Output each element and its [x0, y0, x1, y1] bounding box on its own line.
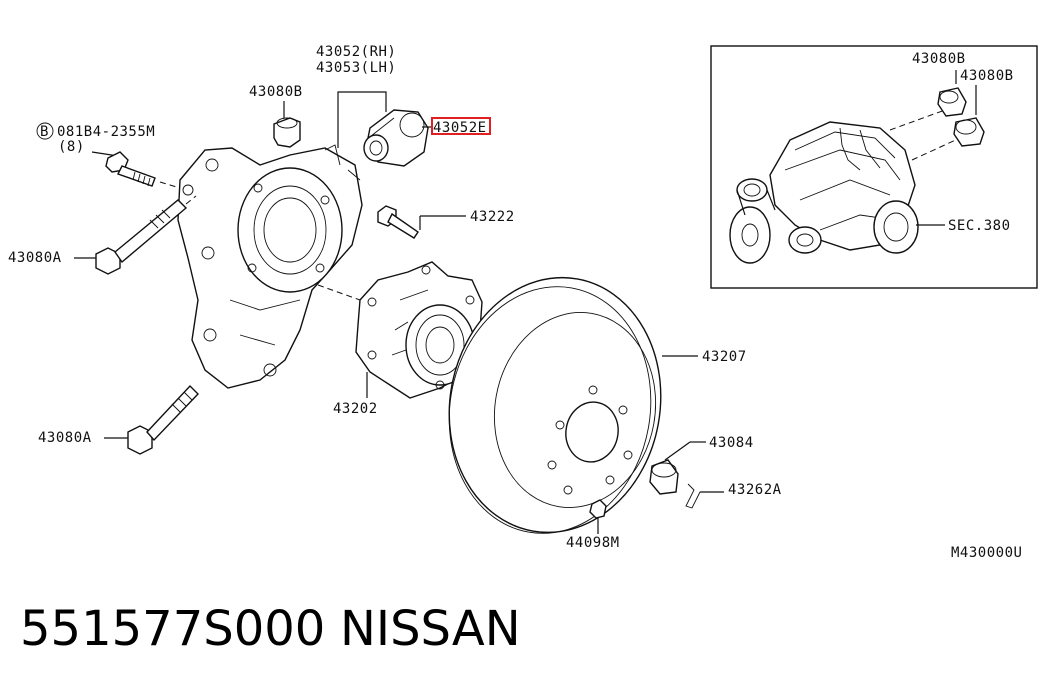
top-bushing [273, 117, 301, 148]
grease-cap [649, 459, 679, 495]
part-number-caption: 551577S000 [20, 601, 325, 657]
knuckle [177, 144, 363, 389]
bolt-circle-letter: B [40, 124, 49, 140]
highlight-box [431, 117, 491, 135]
short-bolt [105, 151, 156, 187]
brake-rotor [448, 276, 662, 534]
knuckle-bushing [363, 109, 429, 167]
lh-part-label: 43053(LH) [316, 60, 396, 76]
long-bolt-upper [95, 199, 188, 275]
inset-bushing-label-1: 43080B [912, 51, 966, 67]
nut-label: 44098M [566, 535, 620, 551]
cap-label: 43084 [709, 435, 754, 451]
inset-section-label: SEC.380 [948, 218, 1011, 234]
long-bolt-label-lower: 43080A [38, 430, 92, 446]
bolt-qty-label: (8) [58, 139, 85, 155]
rh-part-label: 43052(RH) [316, 44, 396, 60]
hub-label: 43202 [333, 401, 378, 417]
clip-label: 43262A [728, 482, 782, 498]
top-bushing-label: 43080B [249, 84, 303, 100]
stud-label: 43222 [470, 209, 515, 225]
inset-frame [710, 45, 1038, 289]
highlight-part-label: 43052E [433, 120, 487, 136]
cotter-clip [685, 483, 701, 509]
long-bolt-label-upper: 43080A [8, 250, 62, 266]
long-bolt-lower [127, 384, 199, 455]
hub-stud [377, 205, 419, 239]
rotor-label: 43207 [702, 349, 747, 365]
differential-drawing [729, 109, 961, 264]
brand-caption: NISSAN [340, 601, 521, 657]
inset-bushing-label-2: 43080B [960, 68, 1014, 84]
diagram-code: M430000U [951, 545, 1022, 561]
inset-bushing-1 [937, 87, 967, 117]
hub-nut [589, 499, 607, 519]
bolt-code-label: 081B4-2355M [57, 124, 155, 140]
inset-bushing-2 [953, 117, 985, 147]
